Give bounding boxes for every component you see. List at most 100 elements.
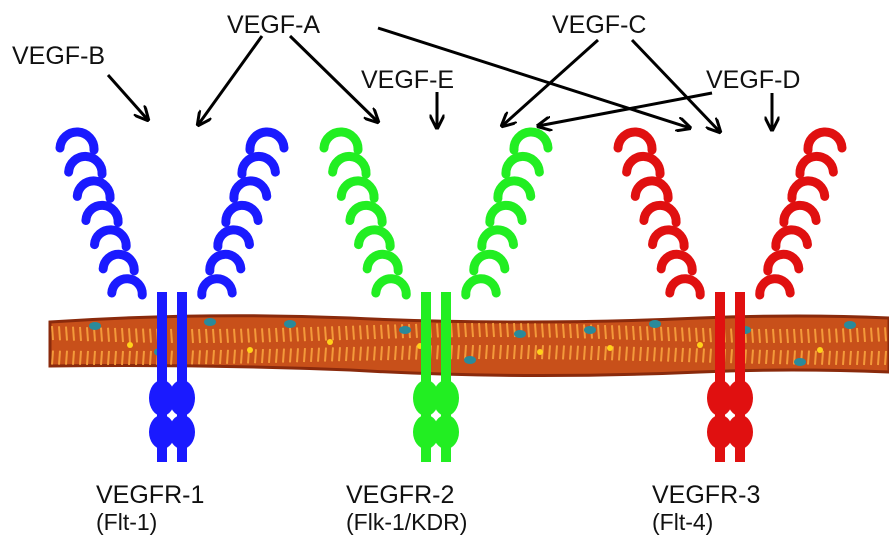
lipid-tail bbox=[689, 348, 690, 362]
lipid-tail bbox=[360, 347, 361, 361]
lipid-tail bbox=[318, 348, 319, 362]
lipid-tail bbox=[871, 351, 872, 365]
lipid-tail bbox=[451, 345, 452, 359]
ligand-vegf-d-label: VEGF-D bbox=[706, 66, 800, 94]
lipid-tail bbox=[570, 324, 571, 338]
lipid-tail bbox=[871, 328, 872, 342]
lipid-tail bbox=[850, 328, 851, 342]
lipid-tail bbox=[857, 351, 858, 365]
ig-domain-loop bbox=[670, 279, 700, 295]
lipid-tail bbox=[325, 348, 326, 362]
ig-domain-loop bbox=[627, 156, 660, 174]
ig-domain-loop bbox=[653, 230, 685, 247]
lipid-tail bbox=[612, 325, 613, 339]
lipid-tail bbox=[570, 346, 571, 360]
lipid-tail bbox=[234, 350, 235, 364]
lipid-tail bbox=[549, 324, 550, 338]
lipid-tail bbox=[479, 323, 480, 337]
ig-domain-loop bbox=[333, 156, 366, 174]
lipid-tail bbox=[780, 350, 781, 364]
lipid-tail bbox=[843, 328, 844, 342]
lipid-tail bbox=[115, 351, 116, 365]
ig-domain-loop bbox=[490, 205, 522, 222]
lipid-tail bbox=[395, 346, 396, 360]
lipid-tail bbox=[269, 349, 270, 363]
membrane-speck bbox=[537, 349, 543, 355]
lipid-tail bbox=[549, 345, 550, 359]
lipid-tail bbox=[388, 346, 389, 360]
lipid-tail bbox=[696, 328, 697, 342]
lipid-tail bbox=[255, 349, 256, 363]
lipid-tail bbox=[801, 329, 802, 343]
lipid-tail bbox=[374, 325, 375, 339]
lipid-tail bbox=[276, 349, 277, 363]
lipid-tail bbox=[465, 323, 466, 337]
lipid-tail bbox=[66, 351, 67, 365]
receptor-1 bbox=[60, 132, 284, 462]
lipid-tail bbox=[353, 347, 354, 361]
lipid-tail bbox=[297, 348, 298, 362]
lipid-tail bbox=[878, 328, 879, 342]
ig-domain-loop bbox=[218, 230, 250, 247]
lipid-tail bbox=[402, 346, 403, 360]
lipid-tail bbox=[409, 346, 410, 360]
lipid-tail bbox=[675, 327, 676, 341]
lipid-tail bbox=[150, 351, 151, 365]
lipid-tail bbox=[556, 324, 557, 338]
lipid-tail bbox=[500, 323, 501, 337]
ig-domain-loop bbox=[661, 254, 692, 271]
lipid-tail bbox=[815, 351, 816, 365]
lipid-tail bbox=[605, 325, 606, 339]
lipid-tail bbox=[787, 350, 788, 364]
lipid-tail bbox=[465, 345, 466, 359]
membrane-speck bbox=[697, 342, 703, 348]
ig-domain-loop bbox=[498, 181, 531, 198]
ig-domain-loop bbox=[367, 254, 398, 271]
lipid-tail bbox=[885, 351, 886, 365]
lipid-tail bbox=[262, 349, 263, 363]
lipid-tail bbox=[633, 326, 634, 340]
kinase-domain bbox=[169, 380, 195, 416]
lipid-tail bbox=[773, 329, 774, 343]
membrane-protein-dot bbox=[89, 322, 101, 330]
lipid-tail bbox=[108, 328, 109, 342]
vegfr-2-alias: (Flk-1/KDR) bbox=[346, 509, 467, 535]
ig-domain-loop bbox=[800, 156, 833, 174]
lipid-tail bbox=[486, 323, 487, 337]
lipid-tail bbox=[731, 329, 732, 343]
ig-domain-loop bbox=[103, 254, 134, 271]
lipid-tail bbox=[220, 329, 221, 343]
lipid-tail bbox=[528, 345, 529, 359]
lipid-tail bbox=[500, 345, 501, 359]
ligand-vegf-b-label: VEGF-B bbox=[12, 42, 105, 70]
ig-domain-loop bbox=[234, 181, 267, 198]
lipid-tail bbox=[598, 346, 599, 360]
lipid-tail bbox=[591, 346, 592, 360]
lipid-tail bbox=[542, 323, 543, 337]
ig-domain-loop bbox=[226, 205, 258, 222]
lipid-tail bbox=[563, 345, 564, 359]
lipid-tail bbox=[794, 329, 795, 343]
lipid-tail bbox=[675, 348, 676, 362]
lipid-tail bbox=[773, 350, 774, 364]
lipid-tail bbox=[703, 328, 704, 342]
lipid-tail bbox=[59, 326, 60, 340]
lipid-tail bbox=[381, 346, 382, 360]
lipid-tail bbox=[367, 347, 368, 361]
membrane-speck bbox=[127, 342, 133, 348]
membrane-protein-dot bbox=[844, 321, 856, 329]
lipid-tail bbox=[269, 328, 270, 342]
lipid-tail bbox=[521, 345, 522, 359]
ig-domain-loop bbox=[760, 279, 790, 295]
lipid-tail bbox=[752, 329, 753, 343]
lipid-tail bbox=[73, 351, 74, 365]
receptor-3 bbox=[618, 132, 842, 462]
lipid-tail bbox=[668, 327, 669, 341]
kinase-domain bbox=[727, 415, 753, 449]
lipid-tail bbox=[136, 328, 137, 342]
lipid-tail bbox=[864, 328, 865, 342]
lipid-tail bbox=[703, 348, 704, 362]
lipid-tail bbox=[122, 351, 123, 365]
lipid-tail bbox=[339, 347, 340, 361]
